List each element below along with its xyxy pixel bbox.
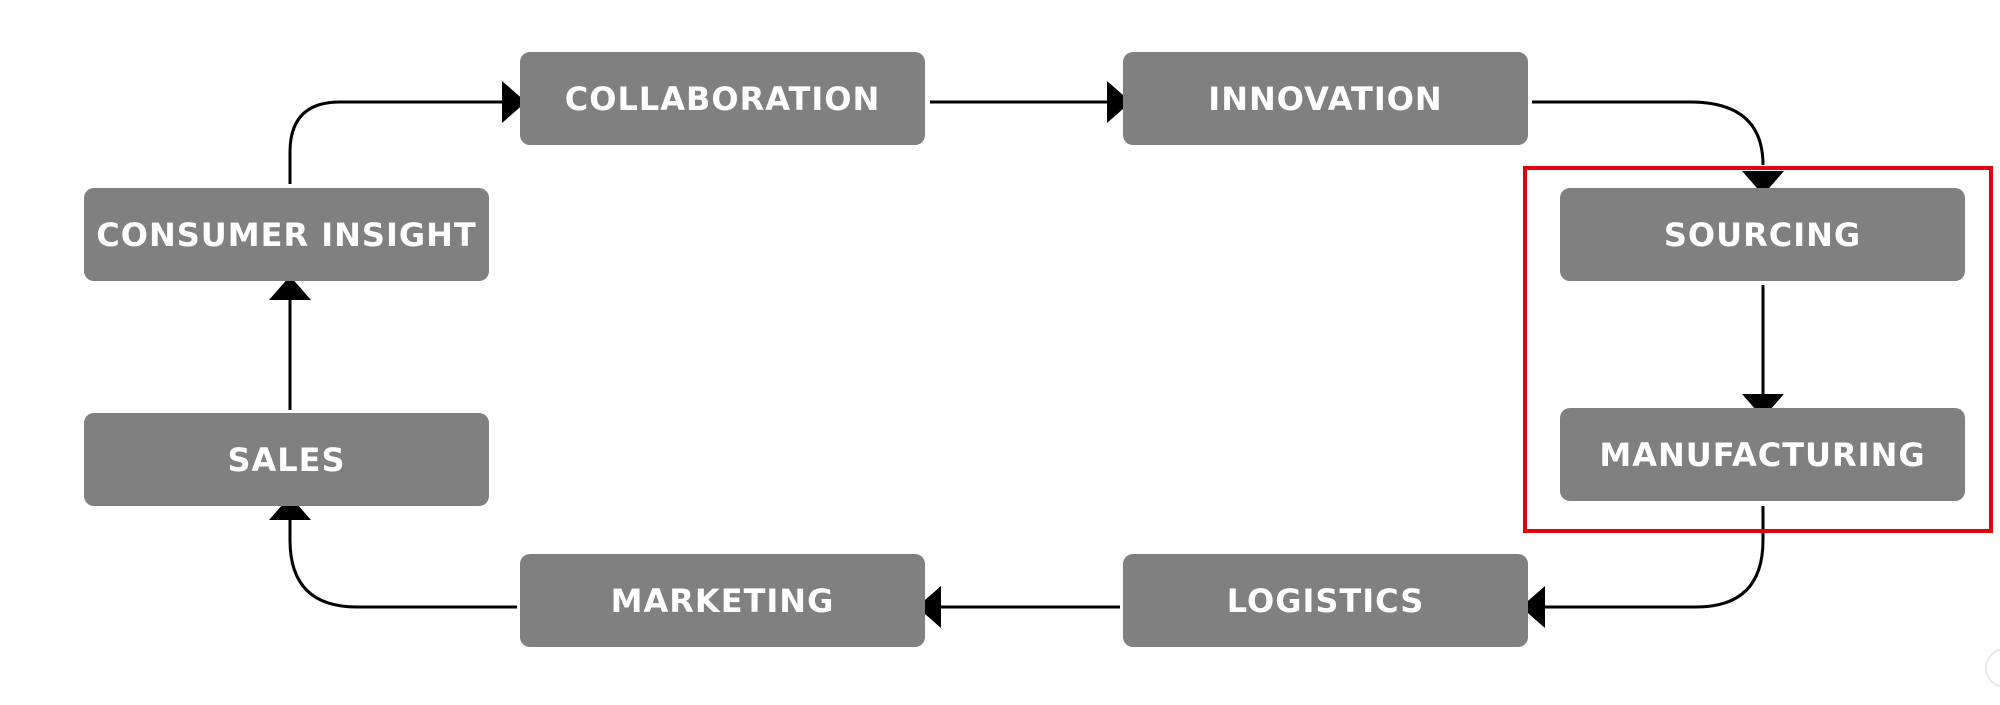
connector-manufacturing-to-logistics [1540,506,1765,609]
node-consumer-insight: CONSUMER INSIGHT [84,188,489,281]
arrowhead-into-consumer-insight [269,276,311,300]
node-collaboration: COLLABORATION [520,52,925,145]
arrowhead-into-innovation [1107,81,1131,123]
arrowhead-into-logistics [1521,586,1545,628]
arrowhead-into-manufacturing [1742,394,1784,418]
connector-marketing-to-sales [288,518,517,609]
arrowhead-into-collaboration [502,81,526,123]
node-manufacturing: MANUFACTURING [1560,408,1965,501]
node-logistics: LOGISTICS [1123,554,1528,647]
node-innovation: INNOVATION [1123,52,1528,145]
connector-consumer-insight-to-collaboration [288,100,505,184]
highlight-box-sourcing-manufacturing [1523,166,1993,533]
connector-innovation-to-sourcing [1532,100,1765,166]
node-sales: SALES [84,413,489,506]
node-sourcing: SOURCING [1560,188,1965,281]
arrowhead-into-sales [269,496,311,520]
arrowhead-into-marketing [917,586,941,628]
node-marketing: MARKETING [520,554,925,647]
arrowhead-into-sourcing [1742,171,1784,195]
